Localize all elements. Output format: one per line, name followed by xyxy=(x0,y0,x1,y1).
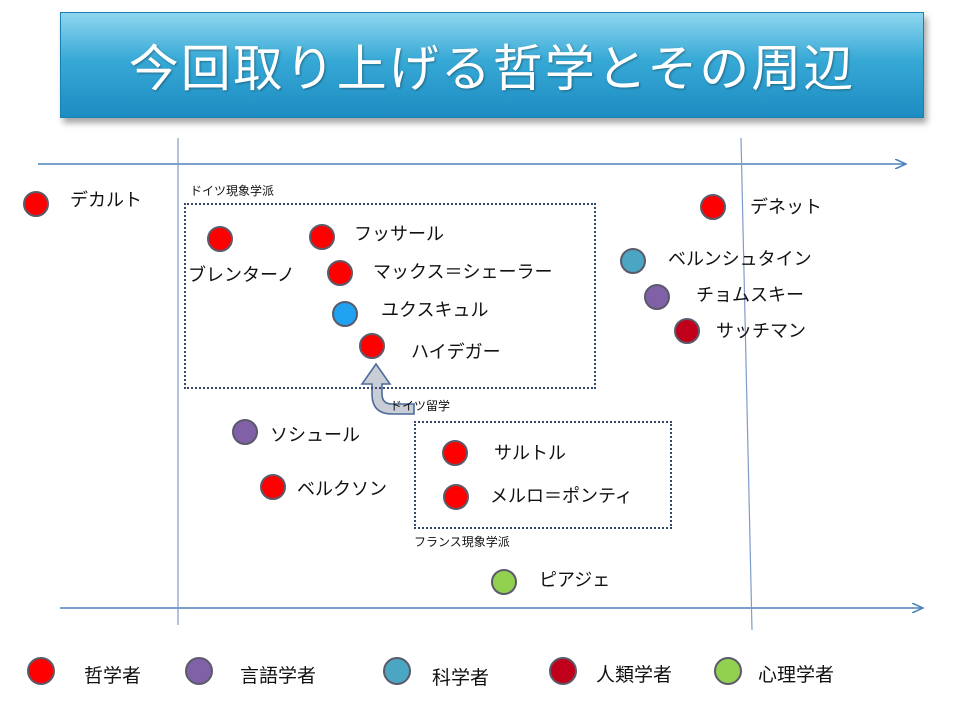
descartes-label: デカルト xyxy=(70,190,142,211)
legend-anthropologist-dot xyxy=(549,657,577,685)
german-phenomenology-label: ドイツ現象学派 xyxy=(190,184,275,198)
uexkull-dot xyxy=(332,301,358,327)
legend-psychologist-dot xyxy=(714,657,742,685)
bernstein-dot xyxy=(620,248,646,274)
french-phenomenology-label: フランス現象学派 xyxy=(414,535,510,549)
bernstein-label: ベルンシュタイン xyxy=(668,249,812,270)
scheler-dot xyxy=(327,260,353,286)
heidegger-dot xyxy=(359,333,385,359)
sartre-label: サルトル xyxy=(494,443,566,464)
brentano-label: ブレンターノ xyxy=(188,265,295,286)
legend-anthropologist-label: 人類学者 xyxy=(596,664,673,686)
legend-psychologist-label: 心理学者 xyxy=(758,664,835,686)
legend-linguist-label: 言語学者 xyxy=(240,665,317,687)
legend-linguist-dot xyxy=(185,657,213,685)
scheler-label: マックス＝シェーラー xyxy=(373,262,553,283)
piaget-label: ピアジェ xyxy=(539,570,611,591)
chomsky-label: チョムスキー xyxy=(696,285,804,306)
french-phenomenology-box xyxy=(414,421,672,529)
husserl-label: フッサール xyxy=(354,224,444,245)
legend-scientist-label: 科学者 xyxy=(432,667,490,689)
husserl-dot xyxy=(309,224,335,250)
descartes-dot xyxy=(23,191,49,217)
merleau-ponty-label: メルロ＝ポンティ xyxy=(490,486,633,507)
uexkull-label: ユクスキュル xyxy=(381,300,489,321)
dennett-dot xyxy=(700,194,726,220)
heidegger-label: ハイデガー xyxy=(411,342,501,363)
title-banner: 今回取り上げる哲学とその周辺 xyxy=(60,12,924,118)
page-title: 今回取り上げる哲学とその周辺 xyxy=(128,40,856,98)
legend-philosopher-label: 哲学者 xyxy=(84,665,142,687)
legend-philosopher-dot xyxy=(27,657,55,685)
dennett-label: デネット xyxy=(750,197,822,218)
saussure-label: ソシュール xyxy=(270,425,360,446)
right-vertical-line xyxy=(740,137,753,631)
study-abroad-label: ドイツ留学 xyxy=(390,399,451,413)
german-phenomenology-box xyxy=(184,203,596,389)
suchman-label: サッチマン xyxy=(716,321,806,342)
sartre-dot xyxy=(442,440,468,466)
study-arrow xyxy=(360,362,415,415)
suchman-dot xyxy=(674,318,700,344)
brentano-dot xyxy=(207,226,233,252)
saussure-dot xyxy=(232,419,258,445)
piaget-dot xyxy=(491,569,517,595)
bergson-dot xyxy=(260,474,286,500)
chomsky-dot xyxy=(644,284,670,310)
bergson-label: ベルクソン xyxy=(297,479,387,500)
merleau-ponty-dot xyxy=(443,484,469,510)
legend-scientist-dot xyxy=(383,657,411,685)
